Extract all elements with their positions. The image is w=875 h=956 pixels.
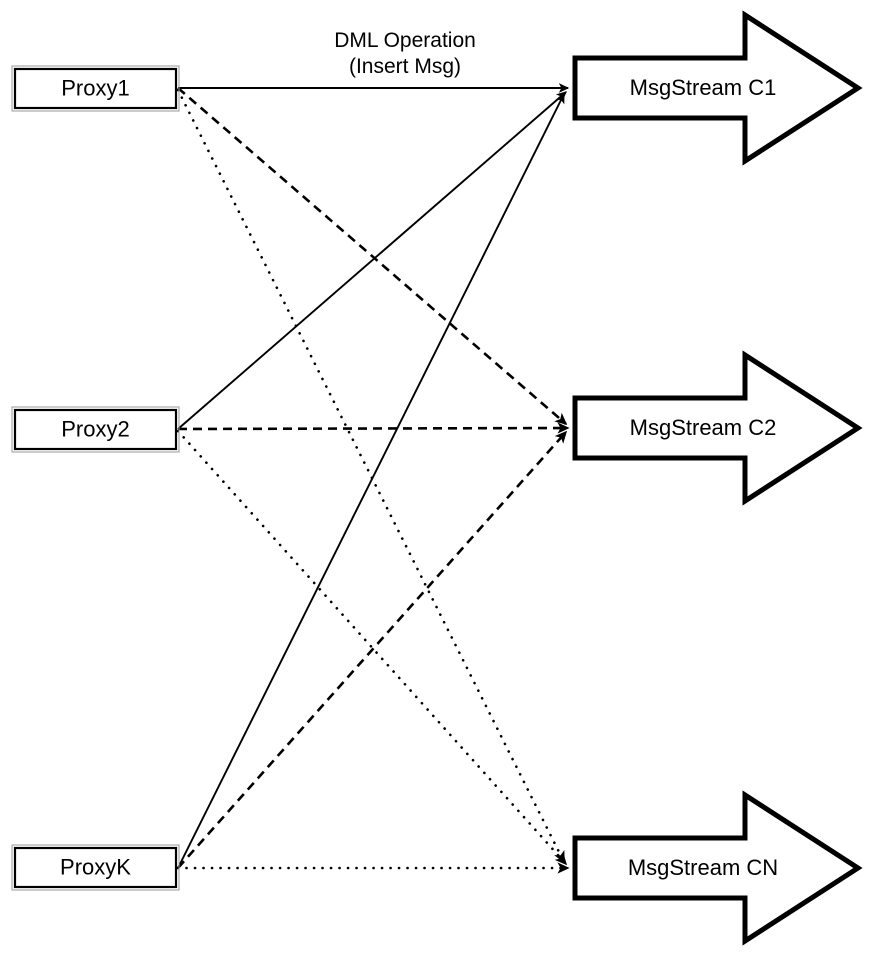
proxy-box-outline [11,844,180,891]
proxy-box-rect[interactable] [13,408,178,451]
proxy-label: ProxyK [60,854,131,879]
links-layer [176,83,570,874]
streams-layer: MsgStream C1 MsgStream C2 MsgStream CN [572,10,863,946]
stream-arrow-shape[interactable] [572,10,863,166]
stream-label: MsgStream C2 [630,415,777,440]
edge-caption: DML Operation (Insert Msg) [334,29,476,78]
stream-label: MsgStream CN [628,855,778,880]
link-proxy2-to-c1 [177,91,567,430]
stream-node-cn[interactable]: MsgStream CN [572,790,863,946]
proxy-box-outline [11,65,180,112]
proxy-node-proxyk[interactable]: ProxyK [11,844,180,891]
link-proxy2-to-c2 [177,422,570,434]
edge-caption-line2: (Insert Msg) [349,55,461,78]
proxy-label: Proxy2 [61,416,129,441]
stream-node-c1[interactable]: MsgStream C1 [572,10,863,166]
link-proxy1-to-c2 [177,87,568,426]
link-proxyk-to-c1 [177,92,565,869]
stream-node-c2[interactable]: MsgStream C2 [572,350,863,506]
link-proxyk-to-c2 [177,430,568,869]
link-proxy2-to-cn [176,429,568,866]
proxy-label: Proxy1 [61,75,129,100]
stream-label: MsgStream C1 [630,75,777,100]
link-proxy1-to-cn [176,88,566,864]
proxy-node-proxy1[interactable]: Proxy1 [11,65,180,112]
stream-arrow-shape[interactable] [572,350,863,506]
proxy-box-outline [11,406,180,453]
proxy-box-rect[interactable] [13,846,178,889]
stream-arrow-shape[interactable] [572,790,863,946]
proxy-node-proxy2[interactable]: Proxy2 [11,406,180,453]
edge-caption-line1: DML Operation [334,29,476,52]
proxy-box-rect[interactable] [13,67,178,110]
